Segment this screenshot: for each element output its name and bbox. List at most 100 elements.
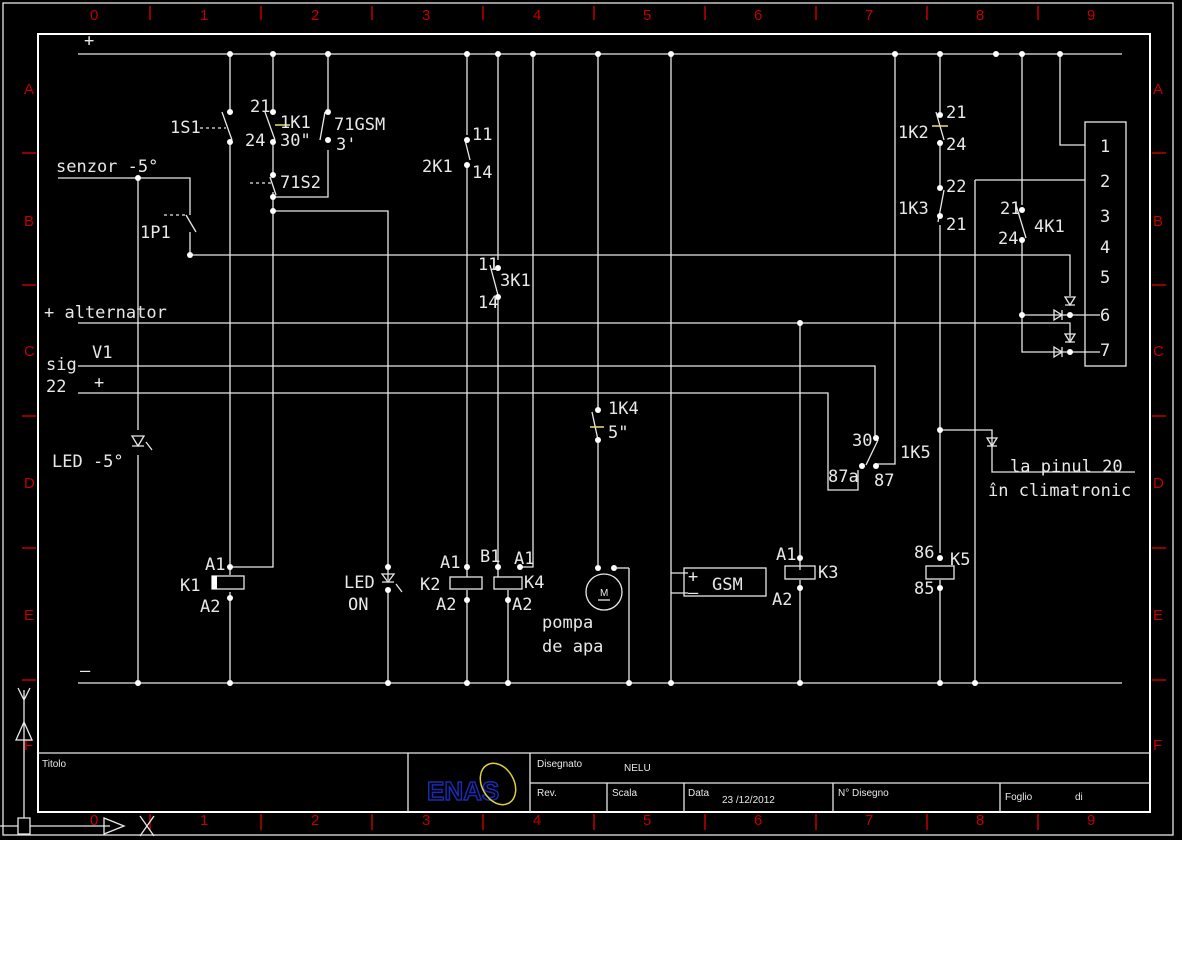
title-block-rev-label: Rev.: [537, 788, 557, 799]
col-label: 4: [533, 7, 541, 24]
terminal-dot: [517, 564, 523, 570]
labels-led5-label: LED -5°: [52, 452, 124, 472]
labels-k2-a1-label: A1: [440, 553, 460, 573]
terminal-dot: [797, 680, 803, 686]
labels-senzor-label: senzor -5°: [56, 157, 158, 177]
labels-k1-t-label: 30": [280, 131, 311, 151]
terminal-dot: [495, 294, 501, 300]
schematic-line: [784, 565, 816, 580]
schematic-line: [925, 565, 955, 580]
terminal-dot: [1019, 51, 1025, 57]
col-label: 7: [865, 812, 873, 829]
terminal-dot: [385, 587, 391, 593]
row-label: D: [1153, 475, 1164, 492]
component-labels: senzor -5° 1P1 1S1 21 24 1K1 30" 71GSM 3…: [44, 97, 1131, 657]
terminal-dot: [270, 172, 276, 178]
connector-pin: 1: [1100, 137, 1110, 157]
terminal-dot: [495, 51, 501, 57]
labels-k5-label: K5: [950, 550, 970, 570]
terminal-dot: [464, 564, 470, 570]
labels-v1-label: V1: [92, 343, 112, 363]
labels-s2-label: 71S2: [280, 173, 321, 193]
drawing-background: [0, 0, 1182, 840]
labels-k2-a2-label: A2: [436, 595, 456, 615]
company-logo: ENAS: [427, 776, 499, 806]
terminal-dot: [270, 139, 276, 145]
schematic-line: [164, 127, 272, 216]
labels-k5-86-label: 86: [914, 543, 934, 563]
labels-p1-label: 1P1: [140, 223, 171, 243]
connector-pin: 7: [1100, 341, 1110, 361]
row-label: C: [1153, 343, 1164, 360]
labels-gsm-c-label: 71GSM: [334, 115, 385, 135]
terminal-dot: [1057, 51, 1063, 57]
terminal-dot: [892, 51, 898, 57]
col-label: 6: [754, 812, 762, 829]
terminal-dot: [325, 109, 331, 115]
title-block: Titolo ENAS Disegnato NELU Rev. Scala Da…: [38, 752, 1150, 812]
labels-k5c-label: 1K5: [900, 443, 931, 463]
col-label: 3: [422, 7, 430, 24]
terminal-dot: [1019, 207, 1025, 213]
terminal-dot: [937, 51, 943, 57]
labels-led-on1-label: LED: [344, 573, 375, 593]
labels-k2b-21-label: 21: [946, 103, 966, 123]
terminal-dot: [972, 680, 978, 686]
labels-k4-label: K4: [524, 573, 544, 593]
schematic-line: [275, 124, 948, 428]
labels-k3-label: K3: [818, 563, 838, 583]
labels-n22-label: 22: [46, 377, 66, 397]
labels-k41-21-label: 21: [1000, 199, 1020, 219]
terminal-dot: [227, 51, 233, 57]
terminal-dot: [797, 555, 803, 561]
row-label: E: [24, 607, 34, 624]
pump-motor-icon: [585, 573, 623, 611]
labels-gsm-label: GSM: [712, 575, 743, 595]
labels-alternator-label: + alternator: [44, 303, 167, 323]
title-block-data-label: Data: [688, 788, 710, 799]
terminal-dot: [495, 265, 501, 271]
title-block-n-disegno-label: N° Disegno: [838, 788, 889, 799]
labels-k1-21-label: 21: [250, 97, 270, 117]
terminal-dot: [595, 437, 601, 443]
terminal-dot: [668, 51, 674, 57]
labels-k5-85-label: 85: [914, 579, 934, 599]
ucs-axis-icon: [0, 687, 155, 837]
designer-value: NELU: [624, 763, 651, 774]
terminal-dot: [495, 564, 501, 570]
terminal-dot: [135, 175, 141, 181]
climatronic-connector: [1084, 121, 1127, 367]
row-label: D: [24, 475, 35, 492]
col-label: 2: [311, 812, 319, 829]
diode-icons: [130, 296, 1077, 593]
col-label: 0: [90, 812, 98, 829]
labels-k3-a1-label: A1: [776, 545, 796, 565]
labels-r30-label: 30: [852, 431, 872, 451]
row-label: E: [1153, 607, 1163, 624]
minus-rail-label: –: [80, 661, 91, 681]
row-label: F: [1153, 737, 1162, 754]
terminal-dot: [227, 680, 233, 686]
terminal-dot: [595, 51, 601, 57]
labels-k2-11-label: 11: [472, 125, 492, 145]
terminal-dot: [797, 585, 803, 591]
terminal-dot: [270, 51, 276, 57]
terminal-dot: [595, 407, 601, 413]
terminal-dot: [270, 109, 276, 115]
labels-climatronic1-label: la pinul 20: [1010, 457, 1123, 477]
labels-k1-24-label: 24: [245, 131, 265, 151]
col-label: 2: [311, 7, 319, 24]
labels-k3b-label: 1K3: [898, 199, 929, 219]
terminal-dot: [385, 564, 391, 570]
date-value: 23 /12/2012: [722, 795, 775, 806]
col-label: 8: [976, 7, 984, 24]
labels-pump2-label: de apa: [542, 637, 603, 657]
col-label: 9: [1087, 7, 1095, 24]
outer-frame: [2, 2, 1174, 836]
labels-gsm-minus-label: –: [688, 583, 699, 603]
labels-r87a-label: 87a: [828, 467, 859, 487]
schematic-line: [130, 435, 403, 593]
terminal-dot: [937, 185, 943, 191]
